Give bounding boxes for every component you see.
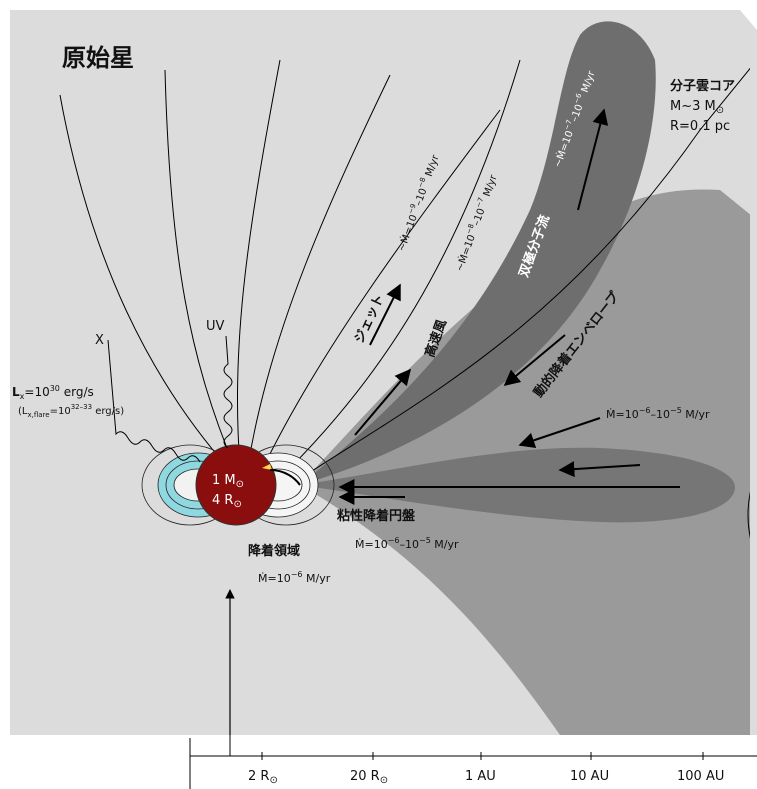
- xray-flare-luminosity: (Lx,flare=1032–33 erg/s): [18, 403, 124, 419]
- tick-20rsun: 20 R⊙: [350, 769, 388, 786]
- tick-2rsun: 2 R⊙: [248, 769, 278, 786]
- diagram-title: 原始星: [62, 44, 134, 72]
- tick-10au: 10 AU: [570, 769, 609, 784]
- axis-mask: [10, 735, 757, 789]
- core-mass: M~3 M⊙: [670, 99, 724, 116]
- disk-rate: Ṁ=10−6–10−5 M/yr: [355, 536, 459, 551]
- axis-ticks: [261, 752, 704, 760]
- xray-label: X: [95, 333, 104, 348]
- outflow-lobe: [300, 21, 656, 486]
- accretion-rate: Ṁ=10−6 M/yr: [258, 570, 331, 585]
- uv-label: UV: [206, 319, 225, 334]
- x-ray: [107, 339, 201, 463]
- xray-luminosity: Lx=1030 erg/s: [12, 384, 94, 401]
- hot-spot: [262, 464, 272, 470]
- core-boundary-arc: [747, 491, 750, 539]
- field-lines: [59, 59, 750, 483]
- core-title: 分子雲コア: [670, 78, 735, 94]
- star-radius: 4 R⊙: [212, 493, 242, 510]
- envelope-rate: Ṁ=10−6–10−5 M/yr: [606, 406, 710, 421]
- protostar: [195, 444, 277, 526]
- accretion-label: 降着領域: [248, 543, 300, 559]
- core-radius: R=0.1 pc: [670, 119, 730, 134]
- tick-100au: 100 AU: [677, 769, 724, 784]
- flow-arrows: [338, 108, 680, 505]
- tick-1au: 1 AU: [465, 769, 496, 784]
- star-mass: 1 M⊙: [212, 473, 244, 490]
- disk-label: 粘性降着円盤: [336, 508, 416, 524]
- uv-ray: [223, 335, 233, 449]
- accretion-column: [269, 469, 301, 486]
